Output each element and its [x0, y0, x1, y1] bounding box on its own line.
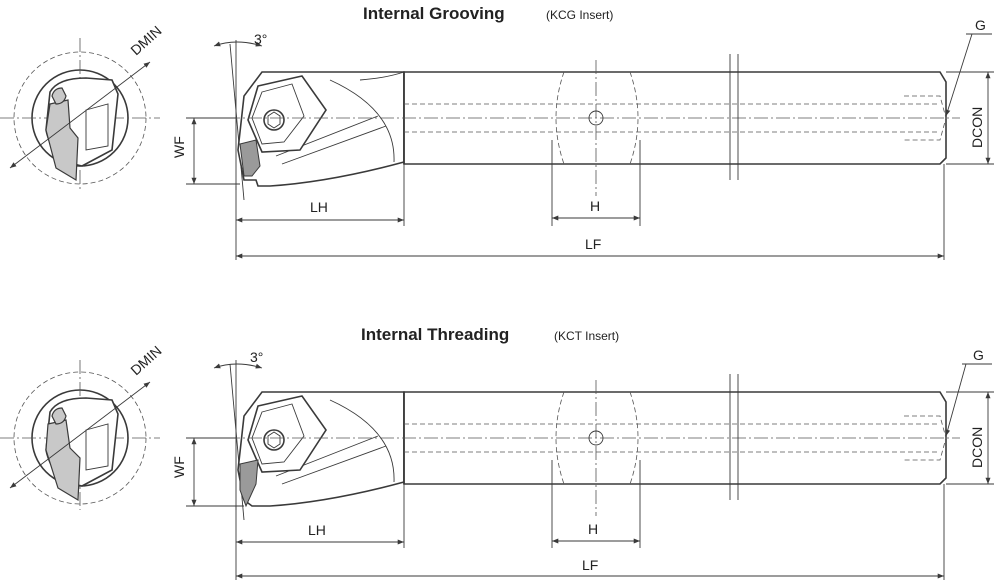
dmin-label: DMIN — [127, 342, 164, 378]
angle-label: 3° — [254, 31, 267, 47]
section-subtitle: (KCT Insert) — [554, 329, 619, 343]
head-arc — [329, 79, 395, 163]
angle-arc — [213, 41, 263, 47]
g-label: G — [975, 17, 986, 33]
angle-ref-line — [229, 43, 245, 201]
screw-head — [263, 109, 285, 131]
wf-label: WF — [171, 456, 187, 478]
dmin-label: DMIN — [127, 22, 164, 58]
cutting-insert — [239, 139, 261, 177]
clamp-insert — [247, 75, 327, 153]
angle-label: 3° — [250, 349, 263, 365]
dmin-dim-line — [9, 381, 151, 489]
section-title: Internal Grooving — [363, 4, 505, 23]
cutting-insert — [239, 459, 259, 508]
side-view: 3° — [171, 17, 994, 260]
end-view: DMIN — [0, 22, 165, 190]
flat-right — [629, 71, 639, 165]
section-internal-threading: Internal Threading (KCT Insert) DMIN 3° — [0, 325, 994, 580]
clamp-insert — [247, 395, 327, 473]
dcon-label: DCON — [969, 107, 985, 148]
screw-hole — [588, 110, 604, 126]
dcon-label: DCON — [969, 427, 985, 468]
angle-arc — [213, 363, 263, 369]
wf-label: WF — [171, 136, 187, 158]
hex-socket — [267, 431, 281, 449]
section-subtitle: (KCG Insert) — [546, 8, 613, 22]
dmin-dim-line — [9, 61, 151, 169]
section-internal-grooving: Internal Grooving (KCG Insert) DMIN 3° — [0, 4, 994, 260]
lf-label: LF — [585, 236, 601, 252]
lh-label: LH — [310, 199, 328, 215]
lf-label: LF — [582, 557, 598, 573]
side-view: 3° WF — [171, 347, 994, 580]
flat-right — [629, 391, 639, 485]
hex-socket — [267, 111, 281, 129]
g-leader — [945, 33, 973, 117]
screw-hole — [588, 430, 604, 446]
lh-label: LH — [308, 522, 326, 538]
g-label: G — [973, 347, 984, 363]
flat-left — [555, 71, 565, 165]
head-arc — [329, 399, 395, 483]
h-label: H — [590, 198, 600, 214]
end-view: DMIN — [0, 342, 165, 510]
g-leader — [945, 363, 967, 437]
screw-head — [263, 429, 285, 451]
h-label: H — [588, 521, 598, 537]
section-title: Internal Threading — [361, 325, 509, 344]
flat-left — [555, 391, 565, 485]
